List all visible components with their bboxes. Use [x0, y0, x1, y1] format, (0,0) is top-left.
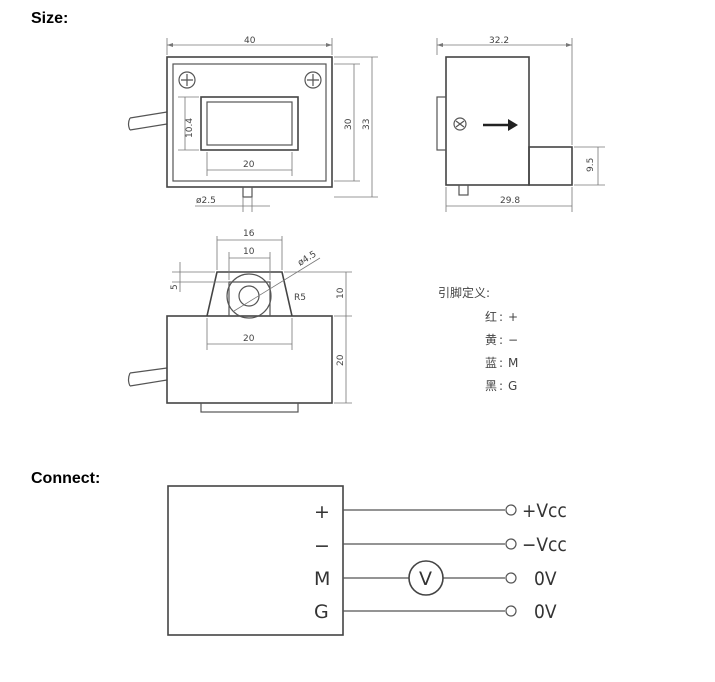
terminal-circle	[505, 538, 517, 550]
pin-label-minus: −	[314, 535, 330, 557]
dim-front-width: 40	[244, 36, 256, 46]
svg-text::: :	[499, 356, 503, 370]
svg-text::: :	[499, 333, 503, 347]
dim-base-height: 20	[336, 354, 346, 366]
dim-height-inner: 30	[344, 118, 354, 130]
terminal-label-0v: 0V	[534, 568, 557, 590]
mount-lug	[206, 271, 293, 317]
dim-base-width: 20	[243, 334, 255, 344]
pin-label-g: G	[314, 601, 329, 623]
voltmeter-label: V	[419, 568, 432, 590]
dim-window-width: 20	[243, 160, 255, 170]
pin-legend-color: 红	[485, 309, 497, 324]
mount-base	[166, 315, 333, 404]
dim-height-outer: 33	[362, 119, 372, 130]
dim-mount-inner: 10	[243, 247, 255, 257]
pin-legend-title: 引脚定义:	[438, 285, 490, 300]
dim-side-width: 32.2	[489, 36, 509, 46]
mount-hole	[238, 285, 260, 307]
dim-side-step: 9.5	[586, 158, 596, 172]
pin-legend: 引脚定义: 红 : + 黄 : − 蓝 : M 黑 : G	[438, 285, 518, 393]
pin-label-m: M	[314, 568, 330, 590]
front-view: 40 10.4 20 30 33 ø2.5	[127, 36, 378, 212]
side-screw-icon	[453, 117, 467, 131]
side-step	[528, 146, 573, 186]
svg-text::: :	[499, 379, 503, 393]
terminal-circle	[505, 504, 517, 516]
pin-legend-signal: +	[508, 310, 518, 324]
voltmeter-icon	[408, 560, 444, 596]
mount-view: 16 10 ø4.5 R5 5 10 20 20	[127, 229, 352, 413]
screw-left-icon	[178, 71, 196, 89]
side-view: 32.2 29.8 9.5	[436, 36, 605, 212]
terminal-label-vcc-minus: −Vcc	[522, 534, 567, 556]
pin-legend-color: 黑	[485, 379, 497, 393]
front-cable	[129, 111, 168, 131]
terminal-circle	[505, 605, 517, 617]
dim-mount-width: 16	[243, 229, 255, 239]
terminal-circle	[505, 572, 517, 584]
pin-legend-color: 蓝	[485, 356, 497, 370]
dim-mount-radius: R5	[294, 293, 306, 303]
pin-legend-signal: G	[508, 379, 517, 393]
terminal-label-0v: 0V	[534, 601, 557, 623]
size-heading: Size:	[31, 10, 69, 27]
side-body	[445, 56, 530, 186]
dim-mount-top: 5	[170, 284, 180, 290]
front-pin	[242, 186, 253, 198]
dim-side-depth: 29.8	[500, 196, 520, 206]
dim-mount-height: 10	[336, 287, 346, 299]
dim-pin-dia: ø2.5	[196, 196, 216, 206]
pin-label-plus: +	[314, 501, 330, 523]
wiring-diagram: + − M G V +Vcc −Vcc 0V 0V	[167, 485, 567, 636]
connect-heading: Connect:	[31, 470, 101, 487]
front-window	[200, 96, 299, 151]
svg-text::: :	[499, 310, 503, 324]
pin-legend-signal: −	[508, 333, 518, 347]
pin-legend-color: 黄	[485, 333, 497, 347]
sensor-box	[167, 485, 344, 636]
pin-legend-signal: M	[508, 356, 518, 370]
screw-right-icon	[304, 71, 322, 89]
dim-window-height: 10.4	[185, 118, 195, 138]
terminal-label-vcc-plus: +Vcc	[522, 500, 567, 522]
